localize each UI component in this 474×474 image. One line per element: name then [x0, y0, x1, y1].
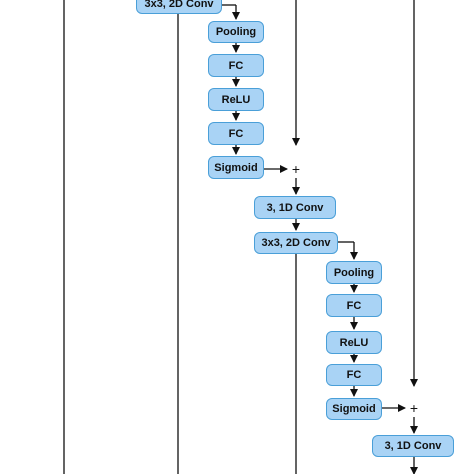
sum-node-2: + [409, 400, 419, 416]
fc-node-2a: FC [326, 294, 382, 317]
conv2d-node-2: 3x3, 2D Conv [254, 232, 338, 254]
relu-node-1: ReLU [208, 88, 264, 111]
fc-node-2b: FC [326, 364, 382, 386]
fc-node-1b: FC [208, 122, 264, 145]
relu-node-2: ReLU [326, 331, 382, 354]
conv2d-node-top: 3x3, 2D Conv [136, 0, 222, 14]
sum-node-1: + [291, 161, 301, 177]
fc-node-1a: FC [208, 54, 264, 77]
pooling-node-1: Pooling [208, 21, 264, 43]
conv1d-node-1: 3, 1D Conv [254, 196, 336, 219]
sigmoid-node-2: Sigmoid [326, 398, 382, 420]
conv1d-node-2: 3, 1D Conv [372, 435, 454, 457]
sigmoid-node-1: Sigmoid [208, 156, 264, 179]
pooling-node-2: Pooling [326, 261, 382, 284]
